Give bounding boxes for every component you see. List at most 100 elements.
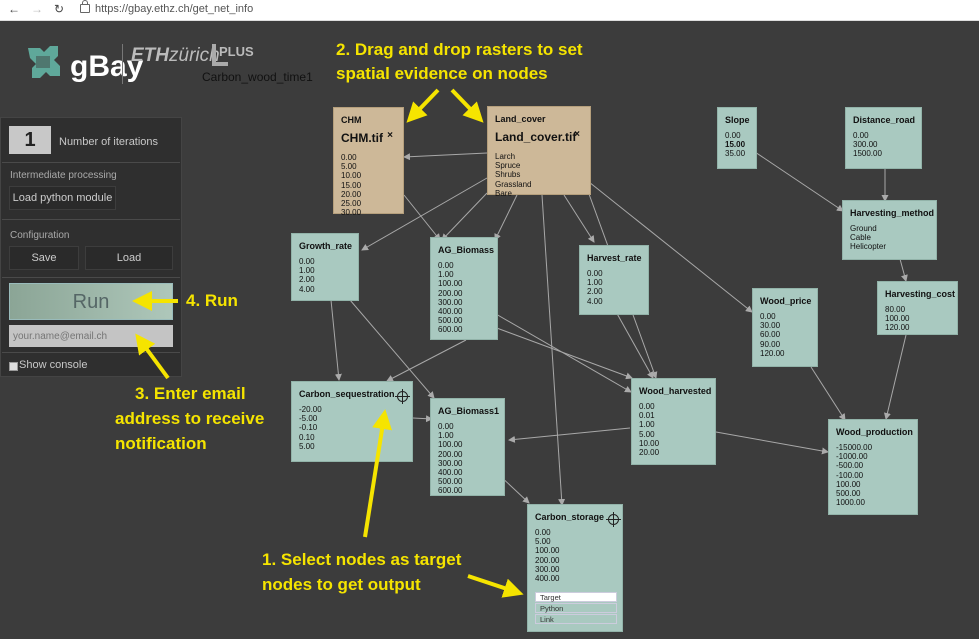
forward-icon[interactable]: → (31, 2, 43, 16)
state-value: 100.00 (438, 279, 463, 289)
iterations-input[interactable]: 1 (9, 126, 51, 154)
node-harvesting-method[interactable]: Harvesting_method Ground Cable Helicopte… (842, 200, 937, 260)
node-chm[interactable]: CHM CHM.tif × 0.00 5.00 10.00 15.00 20.0… (333, 107, 404, 218)
node-wood-production[interactable]: Wood_production -15000.00 -1000.00 -500.… (828, 419, 918, 515)
eth-logo-a: ETH (131, 45, 169, 66)
node-title: Wood_price (760, 296, 812, 306)
state-value: 600.00 (438, 486, 463, 496)
state-value: 300.00 (438, 297, 463, 307)
iterations-label: Number of iterations (59, 136, 159, 148)
state-value: 35.00 (725, 149, 746, 159)
evidence-file-name: Land_cover.tif (495, 130, 577, 144)
node-title: AG_Biomass1 (438, 406, 500, 416)
state-value: 1.00 (438, 270, 454, 280)
gbay-logo-icon (28, 46, 60, 78)
annotation-step2-line2: spatial evidence on nodes (336, 64, 548, 83)
load-python-module-button[interactable]: Load python module (9, 186, 116, 210)
annotation-step1-line2: nodes to get output (262, 575, 421, 594)
state-value-selected: 15.00 (725, 140, 746, 150)
node-wood-harvested[interactable]: Wood_harvested 0.00 0.01 1.00 5.00 10.00… (631, 378, 716, 465)
state-value: 100.00 (535, 546, 560, 556)
state-value: Helicopter (850, 242, 887, 252)
node-title: Harvesting_cost (885, 289, 956, 299)
node-slope[interactable]: Slope 0.00 15.00 35.00 (717, 107, 757, 169)
state-value: 400.00 (438, 307, 463, 317)
run-button[interactable]: Run (9, 283, 173, 320)
node-title: Carbon_storage (535, 512, 605, 522)
state-value: 120.00 (885, 323, 910, 333)
node-ag-biomass[interactable]: AG_Biomass 0.00 1.00 100.00 200.00 300.0… (430, 237, 498, 340)
configuration-label: Configuration (10, 230, 70, 241)
divider (2, 219, 180, 220)
email-input[interactable] (9, 325, 173, 347)
state-value: Shrubs (495, 170, 521, 180)
crosshair-icon[interactable] (606, 512, 621, 527)
state-value: -100.00 (836, 470, 864, 480)
menu-link-option[interactable]: Link (535, 614, 617, 624)
state-value: 100.00 (885, 314, 910, 324)
state-value: Grassland (495, 179, 532, 189)
back-icon[interactable]: ← (8, 2, 20, 16)
node-title: Harvesting_method (850, 208, 935, 218)
annotation-step1-line1: 1. Select nodes as target (262, 550, 462, 569)
lock-icon (80, 0, 90, 13)
node-carbon-storage[interactable]: Carbon_storage 0.00 5.00 100.00 200.00 3… (527, 504, 623, 632)
state-value: 1.00 (438, 431, 454, 441)
node-harvest-rate[interactable]: Harvest_rate 0.00 1.00 2.00 4.00 (579, 245, 649, 315)
state-value: 200.00 (438, 449, 463, 459)
state-value: 0.01 (639, 411, 655, 421)
state-value: 120.00 (760, 348, 785, 358)
node-title: Harvest_rate (587, 253, 642, 263)
address-bar[interactable]: https://gbay.ethz.ch/get_net_info (95, 3, 254, 15)
state-value: 4.00 (299, 284, 315, 294)
divider (2, 352, 180, 353)
state-value: 100.00 (438, 440, 463, 450)
annotation-step4: 4. Run (186, 291, 238, 310)
state-value: 0.00 (587, 269, 603, 278)
state-value: 0.00 (853, 131, 869, 140)
load-button[interactable]: Load (85, 246, 173, 270)
state-value: 0.10 (299, 432, 315, 442)
node-title: Land_cover (495, 114, 546, 124)
node-title: Growth_rate (299, 241, 353, 251)
annotation-step3-line1: 3. Enter email (135, 384, 246, 403)
state-value: 0.00 (341, 153, 357, 162)
state-value: 300.00 (535, 564, 560, 574)
state-value: -0.10 (299, 423, 318, 433)
node-land-cover[interactable]: Land_cover Land_cover.tif × Larch Spruce… (487, 106, 591, 198)
reload-icon[interactable]: ↻ (54, 2, 65, 16)
state-value: Larch (495, 152, 516, 161)
logo-divider (122, 44, 123, 84)
state-value: Bare (495, 188, 512, 198)
crosshair-icon[interactable] (395, 389, 410, 404)
divider (2, 277, 180, 278)
node-harvesting-cost[interactable]: Harvesting_cost 80.00 100.00 120.00 (877, 281, 958, 335)
state-value: 30.00 (760, 321, 781, 331)
state-value: 400.00 (438, 468, 463, 478)
node-title: Wood_harvested (639, 386, 712, 396)
state-value: 5.00 (639, 429, 655, 439)
state-value: 30.00 (341, 208, 362, 218)
state-value: 4.00 (587, 296, 603, 306)
state-value: 500.00 (438, 316, 463, 326)
state-value: 5.00 (535, 537, 551, 547)
divider (2, 162, 180, 163)
state-value: 500.00 (836, 489, 861, 499)
remove-evidence-icon[interactable]: × (574, 129, 580, 140)
node-carbon-sequestration[interactable]: Carbon_sequestration -20.00 -5.00 -0.10 … (291, 381, 413, 462)
state-value: 10.00 (639, 438, 660, 448)
node-distance-road[interactable]: Distance_road 0.00 300.00 1500.00 (845, 107, 922, 169)
menu-python-option[interactable]: Python (535, 603, 617, 613)
state-value: 80.00 (885, 305, 906, 314)
show-console-checkbox[interactable] (9, 362, 18, 371)
save-button[interactable]: Save (9, 246, 79, 270)
node-title: Slope (725, 115, 750, 125)
node-wood-price[interactable]: Wood_price 0.00 30.00 60.00 90.00 120.00 (752, 288, 818, 367)
remove-evidence-icon[interactable]: × (387, 130, 393, 141)
state-value: 2.00 (587, 287, 603, 297)
state-value: 100.00 (836, 479, 861, 489)
node-ag-biomass1[interactable]: AG_Biomass1 0.00 1.00 100.00 200.00 300.… (430, 398, 505, 496)
menu-target-option[interactable]: Target (535, 592, 617, 602)
node-growth-rate[interactable]: Growth_rate 0.00 1.00 2.00 4.00 (291, 233, 359, 301)
state-value: 300.00 (853, 140, 878, 150)
